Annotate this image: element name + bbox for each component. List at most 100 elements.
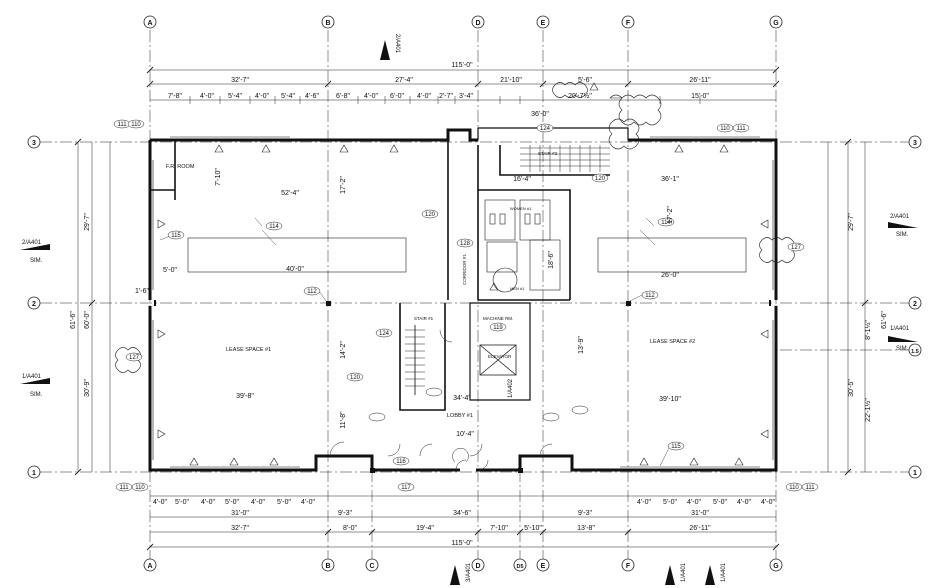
windows: [152, 136, 774, 468]
room-mens: MEN #1: [510, 286, 525, 291]
room-fr: F.R. ROOM: [166, 164, 195, 170]
section-ref-right-bot-sim: SIM.: [896, 346, 909, 352]
wall-tag-triangles: [157, 82, 769, 466]
dim-bot-mod-6: 4'-0": [301, 499, 315, 506]
dim-top-mod-9: 4'-0": [417, 93, 431, 100]
grid-col-g-bot: G: [773, 563, 779, 570]
tag-128: 128: [460, 241, 471, 247]
dim-34-6: 34'-6": [453, 510, 471, 517]
dimension-ticks: [74, 66, 869, 551]
dim-top-mod-3: 4'-0": [255, 93, 269, 100]
dim-31-0-right: 31'-0": [691, 510, 709, 517]
dim-39-10: 39'-10": [659, 396, 681, 403]
grid-row-3-left: 3: [32, 140, 36, 147]
dim-bot-3: 19'-4": [416, 525, 434, 532]
dim-left-29: 29'-7": [84, 213, 91, 231]
tag-124-a: 124: [540, 126, 551, 132]
grid-row-1-left: 1: [32, 470, 36, 477]
dim-bot-mod-r2: 4'-0": [687, 499, 701, 506]
dim-bot-total: 115'-0": [451, 540, 473, 547]
dim-26-0: 26'-0": [661, 272, 679, 279]
tag-112-left: 112: [307, 289, 317, 295]
dim-7-10: 7'-10": [215, 168, 222, 186]
grid-row-2-left: 2: [32, 301, 36, 308]
section-ref-bottom-right: 1/A401: [721, 562, 727, 582]
grid-col-d5-bot: D5: [516, 564, 523, 570]
tag-110-bl: 110: [135, 485, 145, 491]
dim-left-30: 30'-9": [84, 379, 91, 397]
tag-bubbles: [113, 119, 819, 492]
dim-11-8: 11'-8": [340, 411, 347, 429]
grid-col-e-top: E: [541, 20, 546, 27]
stair-treads: [405, 145, 610, 395]
dim-10-4: 10'-4": [456, 431, 474, 438]
dim-top-mod-6: 6'-8": [336, 93, 350, 100]
dim-52-4: 52'-4": [281, 190, 299, 197]
dim-bot-mod-r4: 4'-0": [737, 499, 751, 506]
columns: [326, 301, 631, 473]
tag-124-b: 124: [379, 331, 390, 337]
tag-120-c: 120: [350, 375, 361, 381]
tag-119: 119: [493, 325, 503, 331]
tag-111-tl: 111: [117, 122, 127, 128]
dim-top-mod-5: 4'-6": [305, 93, 319, 100]
tag-110-tr: 110: [720, 126, 730, 132]
tag-112-right: 112: [645, 293, 655, 299]
dim-31-0-left: 31'-0": [231, 510, 249, 517]
dim-right-29: 29'-7": [848, 213, 855, 231]
dim-top-3: 21'-10": [500, 77, 522, 84]
door-swings: [329, 329, 553, 471]
grid-lines: [40, 30, 915, 560]
dim-top-mod-10: 2'-7": [439, 93, 453, 100]
dim-36-1: 36'-1": [661, 176, 679, 183]
dimension-lines: [77, 69, 866, 548]
dim-right-30: 30'-5": [848, 379, 855, 397]
tag-114-right: 114: [661, 220, 671, 226]
room-womens: WOMEN #1: [510, 206, 532, 211]
dim-17-2-right: 17'-2": [667, 206, 674, 224]
tag-115-right: 115: [671, 444, 681, 450]
grid-col-d-top: D: [475, 20, 480, 27]
section-ref-left-top-sim: SIM.: [30, 258, 43, 264]
dim-36-0: 36'-0": [531, 111, 549, 118]
tag-127-left: 127: [129, 355, 140, 361]
tag-111-br: 111: [805, 485, 815, 491]
grid-col-a-top: A: [147, 20, 152, 27]
room-corridor: CORRIDOR #1: [462, 254, 467, 285]
dim-left-sub: 60'-0": [84, 311, 91, 329]
tag-110-br: 110: [789, 485, 799, 491]
dim-17-2-left: 17'-2": [340, 176, 347, 194]
section-ref-core: 1/A402: [508, 378, 514, 398]
dim-9-3-right: 9'-3": [578, 510, 592, 517]
interior-walls: [150, 140, 610, 411]
dim-top-mod-7: 4'-0": [364, 93, 378, 100]
dim-bot-mod-r3: 5'-0": [713, 499, 727, 506]
dim-bot-2: 8'-0": [343, 525, 357, 532]
grid-row-2-right: 2: [913, 301, 917, 308]
room-elevator: ELEVATOR: [488, 354, 512, 359]
section-ref-left-bot: 1/A401: [22, 374, 42, 380]
dim-40-0: 40'-0": [286, 266, 304, 273]
dim-top-mod-0: 7'-8": [168, 93, 182, 100]
dim-left-total: 61'-6": [70, 311, 77, 329]
dim-14-2: 14'-2": [340, 341, 347, 359]
section-ref-top: 2/A401: [394, 34, 400, 54]
dim-right-8: 8'-1½": [864, 320, 872, 340]
dim-top-mod-4: 5'-4": [281, 93, 295, 100]
room-lobby: LOBBY #1: [447, 413, 473, 419]
tag-120-a: 120: [425, 212, 436, 218]
grid-col-e-bot: E: [541, 563, 546, 570]
section-ref-right-bot: 1/A401: [890, 326, 910, 332]
room-lease-space-1: LEASE SPACE #1: [226, 347, 271, 353]
grid-row-1-right: 1: [913, 470, 917, 477]
section-ref-left-bot-sim: SIM.: [30, 392, 43, 398]
dim-top-mod-2: 5'-4": [228, 93, 242, 100]
dim-bot-7: 26'-11": [689, 525, 711, 532]
dim-top-mod-11: 3'-4": [459, 93, 473, 100]
dim-top-total: 115'-0": [451, 62, 473, 69]
dim-bot-4: 7'-10": [490, 525, 508, 532]
section-ref-right-top: 2/A401: [890, 214, 910, 220]
tag-114-left: 114: [269, 224, 279, 230]
dim-top-20-7: 20'-7½": [568, 92, 592, 100]
